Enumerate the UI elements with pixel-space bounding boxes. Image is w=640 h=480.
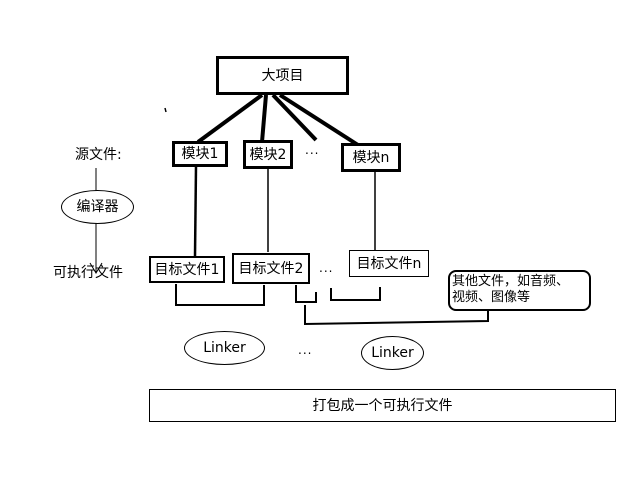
compiler-arrow-head — [89, 262, 103, 274]
bracket-objectn — [330, 287, 381, 301]
project-label: 大项目 — [261, 67, 304, 84]
result-box: 打包成一个可执行文件 — [149, 389, 616, 422]
linker-ellipse-1: Linker — [184, 331, 265, 365]
module-ellipsis: ... — [305, 143, 320, 157]
object-file-box-n: 目标文件n — [349, 250, 429, 277]
object-file-box-1: 目标文件1 — [149, 256, 225, 283]
connector-module1-object1 — [193, 165, 198, 257]
other-files-line-2: 视频、图像等 — [452, 290, 531, 305]
compiler-ellipse: 编译器 — [61, 190, 134, 224]
stray-mark — [164, 107, 167, 113]
other-files-line-1: 其他文件，如音频、 — [452, 274, 570, 289]
module-label-1: 模块1 — [181, 146, 219, 162]
object-file-box-2: 目标文件2 — [232, 253, 310, 284]
source-files-label: 源文件: — [75, 147, 122, 163]
bracket-object1-object2 — [175, 284, 265, 306]
linker-label-2: Linker — [371, 345, 414, 361]
bracket-object2-objectn — [295, 285, 317, 303]
object-file-label-1: 目标文件1 — [154, 261, 220, 278]
module-box-2: 模块2 — [243, 140, 293, 169]
connector-project-module2 — [260, 94, 268, 143]
linker-label-1: Linker — [203, 340, 246, 356]
compiler-label: 编译器 — [76, 199, 119, 215]
connector-project-modulen — [278, 93, 360, 147]
executable-files-label: 可执行文件 — [53, 265, 123, 281]
object-file-label-n: 目标文件n — [356, 255, 422, 272]
bracket-other-files — [304, 305, 489, 326]
result-label: 打包成一个可执行文件 — [312, 397, 453, 414]
linker-ellipse-2: Linker — [361, 336, 424, 370]
connector-project-more — [271, 93, 318, 142]
module-label-2: 模块2 — [249, 146, 287, 163]
module-box-n: 模块n — [341, 143, 401, 172]
linker-ellipsis: ... — [298, 343, 313, 357]
object-file-label-2: 目标文件2 — [238, 260, 304, 277]
object-file-ellipsis: ... — [319, 261, 334, 275]
module-box-1: 模块1 — [172, 141, 228, 167]
project-box: 大项目 — [216, 56, 349, 95]
module-label-n: 模块n — [352, 149, 390, 166]
connector-project-module1 — [196, 93, 264, 144]
other-files-box: 其他文件，如音频、 视频、图像等 — [448, 270, 591, 311]
